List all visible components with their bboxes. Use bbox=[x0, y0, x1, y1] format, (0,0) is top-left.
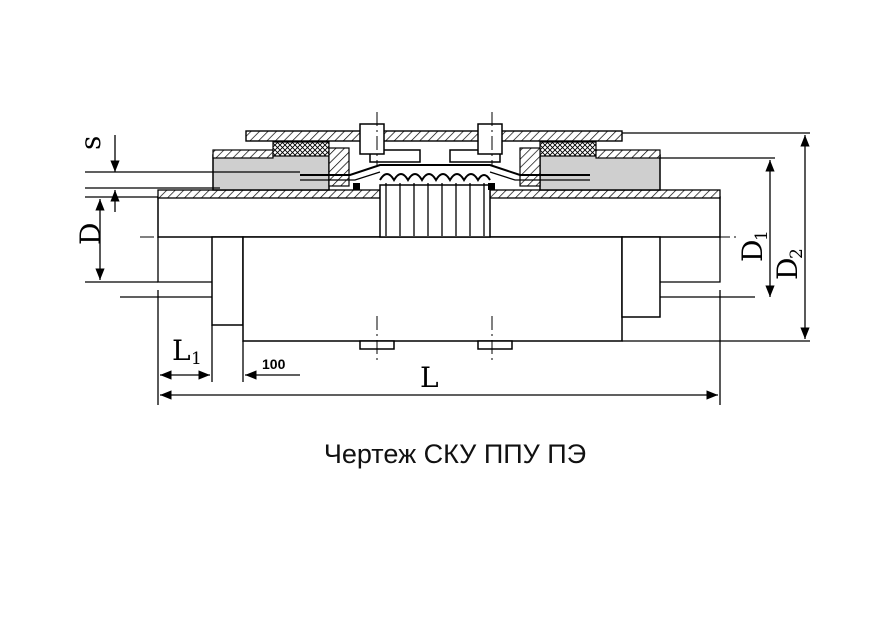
dimension-lines bbox=[85, 132, 810, 405]
label-d1-sub: 1 bbox=[752, 230, 772, 241]
bellows bbox=[379, 173, 491, 238]
label-l1: L 1 bbox=[172, 334, 202, 369]
label-s: s bbox=[74, 136, 107, 150]
label-d: D bbox=[74, 223, 107, 245]
label-l1-main: L bbox=[172, 334, 191, 367]
label-d1-main: D bbox=[736, 240, 769, 262]
label-d2-sub: 2 bbox=[787, 248, 807, 259]
drawing-caption: Чертеж СКУ ППУ ПЭ bbox=[324, 439, 586, 469]
center-lines bbox=[140, 112, 740, 360]
label-d2-main: D bbox=[771, 258, 804, 280]
label-d1: D 1 bbox=[736, 230, 772, 262]
label-d2: D 2 bbox=[771, 248, 807, 280]
label-l1-sub: 1 bbox=[191, 349, 202, 369]
label-l: L bbox=[420, 361, 439, 394]
label-100: 100 bbox=[262, 356, 286, 372]
